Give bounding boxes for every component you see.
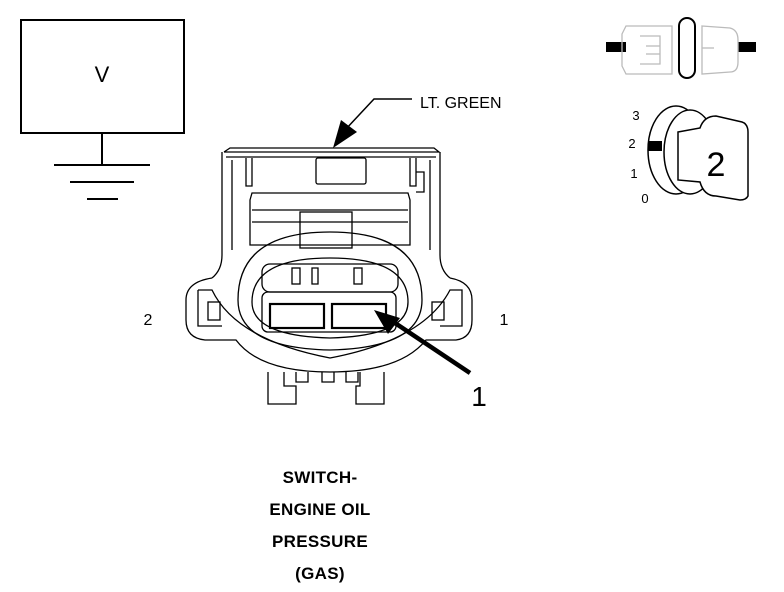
pin-1-label: 1 xyxy=(500,312,509,329)
ground-symbol xyxy=(54,164,150,200)
title-line-4: (GAS) xyxy=(295,564,345,583)
title-line-1: SWITCH- xyxy=(282,468,358,487)
terminal-callout-label: 1 xyxy=(471,381,487,412)
pin-2-label: 2 xyxy=(144,312,153,329)
wire-color-callout: LT. GREEN xyxy=(333,95,502,148)
connector xyxy=(185,147,473,405)
wire-color-label: LT. GREEN xyxy=(420,95,502,112)
voltmeter-label: V xyxy=(95,62,110,87)
ignition-key-icon: 2 3 2 1 0 xyxy=(628,105,749,206)
terminal-callout: 1 xyxy=(374,310,487,412)
ignition-position-1: 1 xyxy=(630,166,637,181)
voltmeter: V xyxy=(20,19,185,200)
ignition-position-0: 0 xyxy=(641,191,648,206)
connector-disconnect-icon xyxy=(606,17,756,79)
ignition-key-position-label: 2 xyxy=(707,146,726,184)
ignition-position-2: 2 xyxy=(628,136,635,151)
title-line-3: PRESSURE xyxy=(272,532,368,551)
ignition-position-3: 3 xyxy=(632,108,639,123)
title-line-2: ENGINE OIL xyxy=(269,500,371,519)
voltmeter-box xyxy=(20,19,185,134)
